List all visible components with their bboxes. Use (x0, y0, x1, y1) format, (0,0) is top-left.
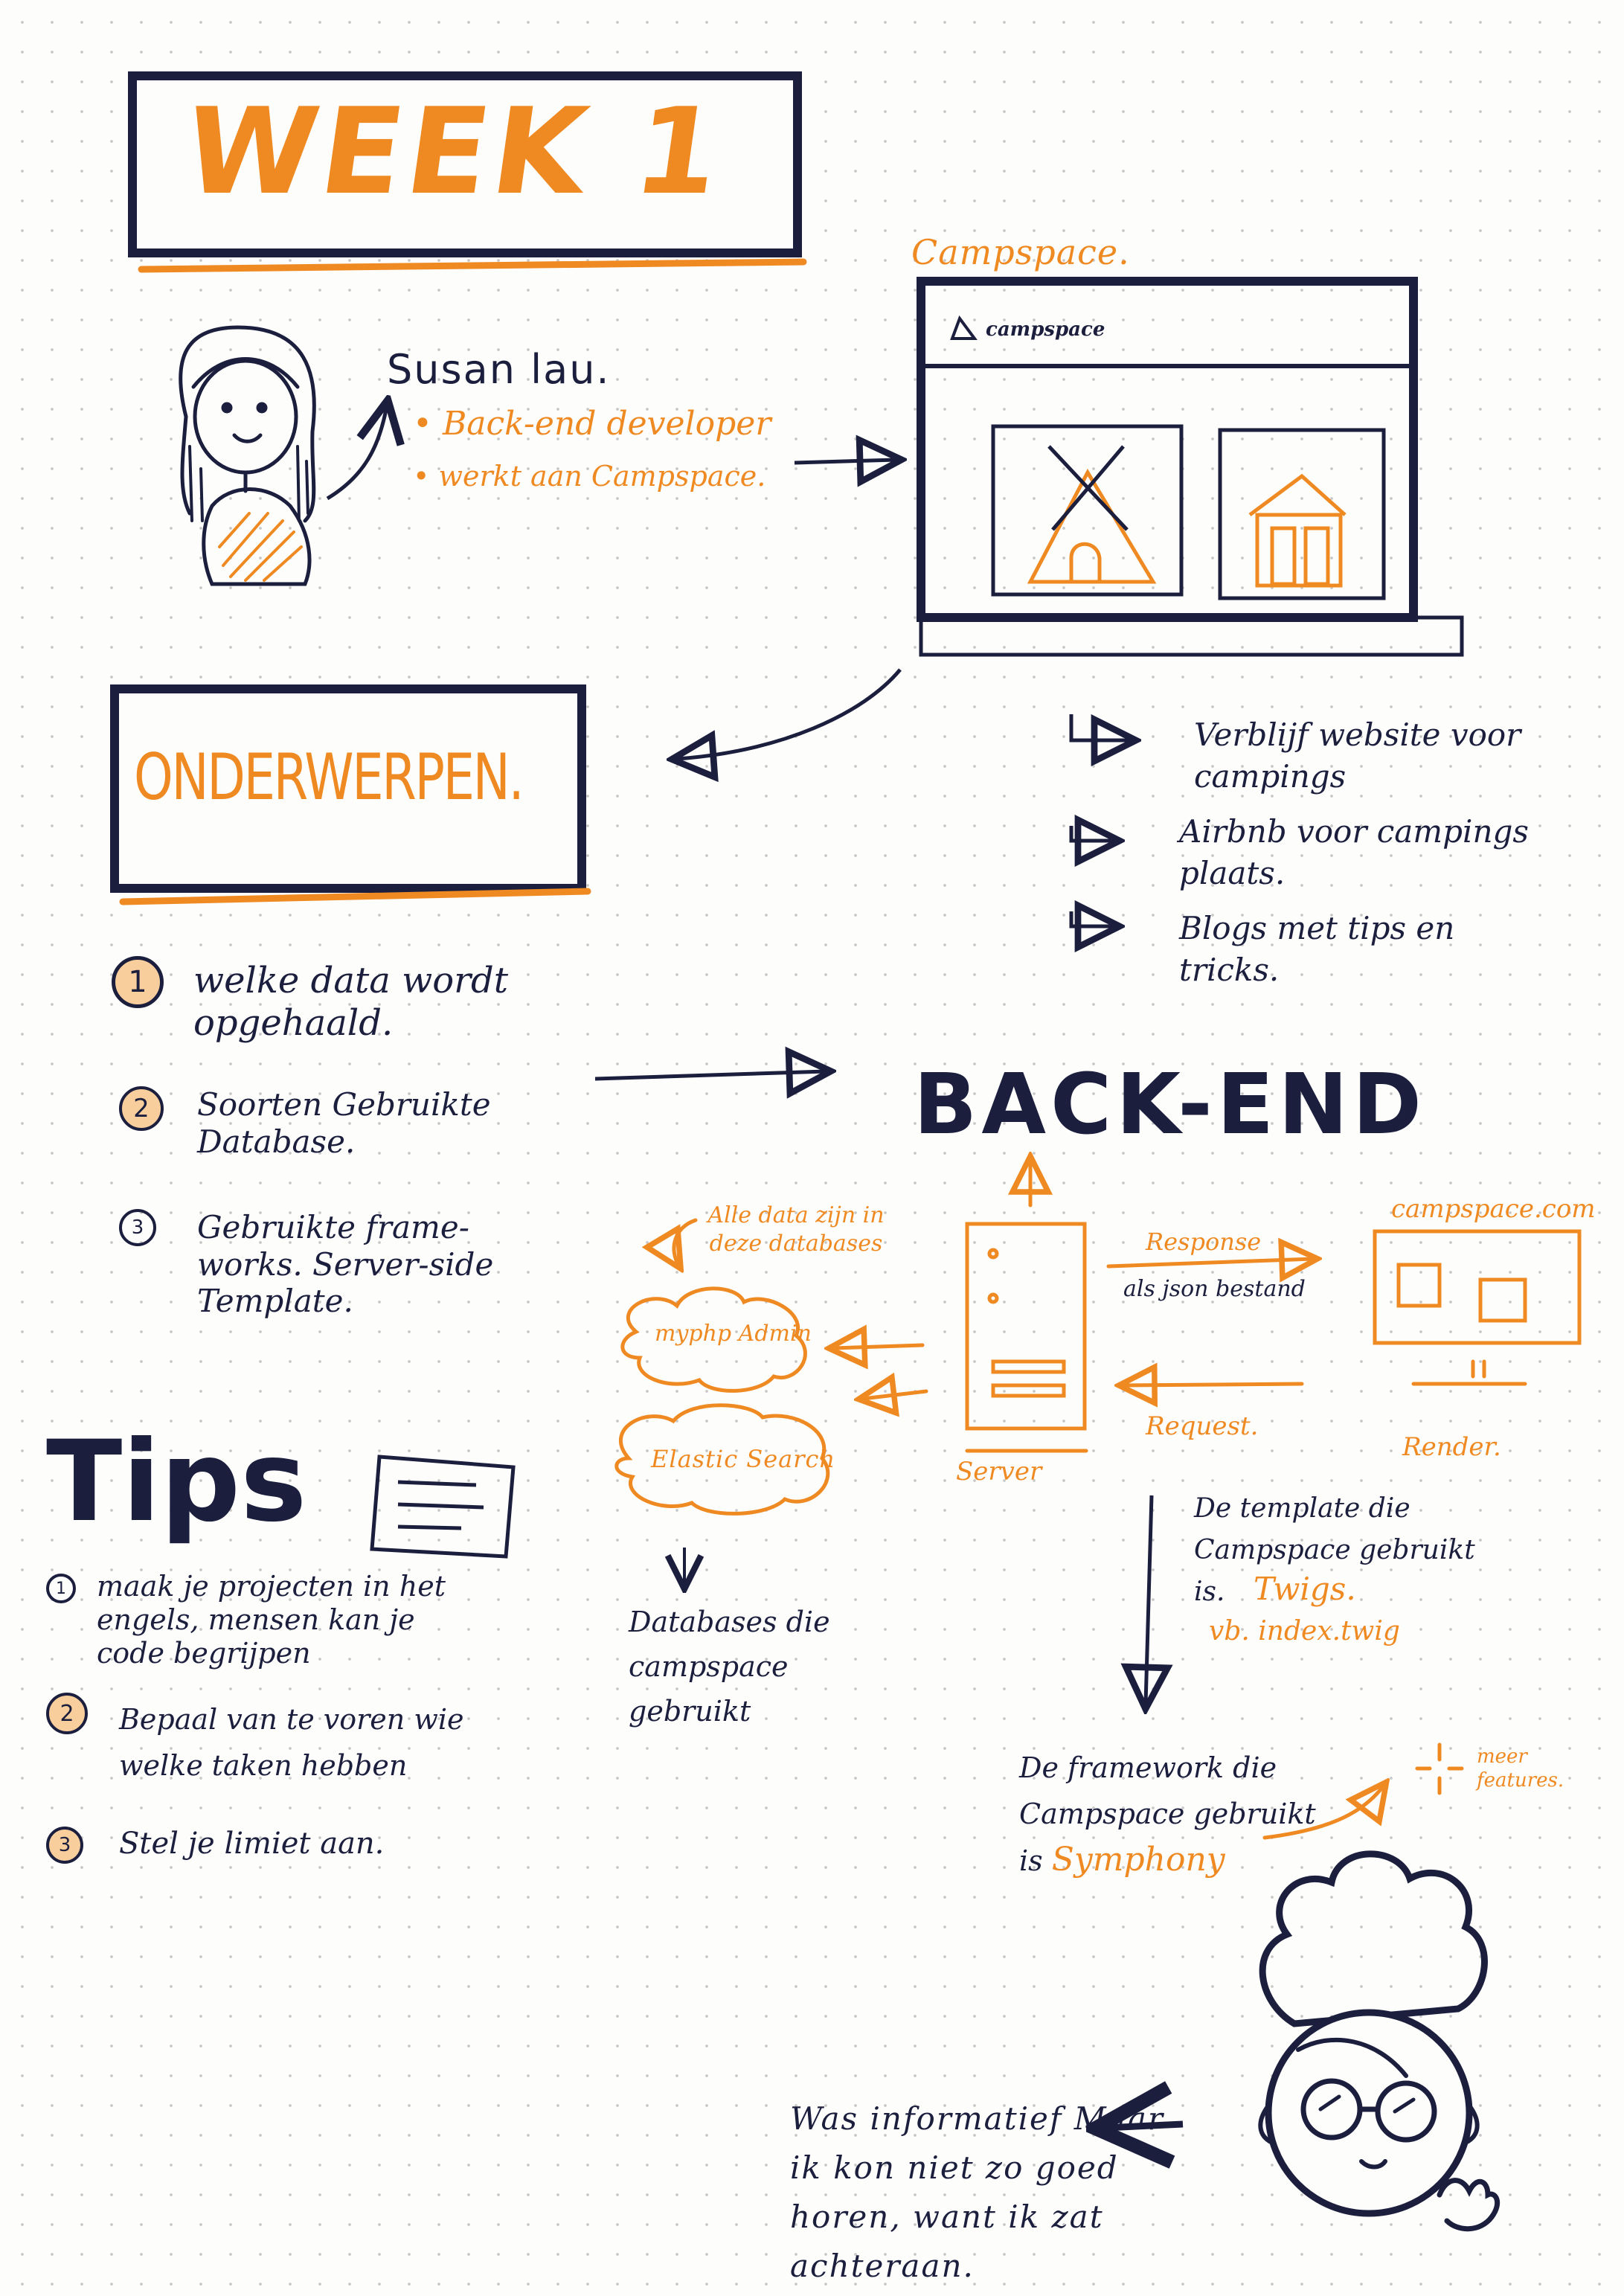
note-hook-2 (1069, 826, 1114, 841)
databases-note: Databases die campspace gebruikt (629, 1606, 830, 1728)
campspace-note-3: Blogs met tips en tricks. (1179, 910, 1455, 988)
campspace-com-label: campspace.com (1391, 1194, 1596, 1224)
response-label: Response (1146, 1228, 1262, 1256)
topic-text-3: Gebruikte frame-works. Server-side Templ… (197, 1209, 494, 1320)
house-drawing (1248, 473, 1347, 588)
server-label: Server (956, 1457, 1042, 1487)
tip-text-3: Stel je limiet aan. (119, 1827, 385, 1861)
framework-note: De framework die Campspace gebruikt is S… (1019, 1745, 1324, 1884)
chef-avatar (1258, 1850, 1501, 2232)
template-prefix: De template die Campspace gebruikt is. (1194, 1493, 1475, 1607)
tent-drawing (1027, 445, 1157, 584)
tip-text-1: maak je projecten in het engels, mensen … (97, 1570, 446, 1670)
response-sub-label: als json bestand (1123, 1276, 1306, 1302)
topic-number-3: 3 (119, 1209, 156, 1246)
meer-features: meer features. (1477, 1745, 1564, 1792)
onderwerpen-title: ONDERWERPEN. (134, 740, 524, 815)
browser-title: campspace (986, 318, 1105, 341)
speaker-name: Susan lau. (387, 346, 611, 393)
topic-number-2: 2 (119, 1086, 164, 1131)
topic-text-1: welke data wordt opgehaald. (193, 960, 509, 1044)
tips-title: Tips (46, 1417, 307, 1547)
avatar-to-name-arrow (326, 405, 387, 501)
tip-number-3: 3 (46, 1827, 83, 1864)
speaker-bullet-list: • Back-end developer • werkt aan Campspa… (413, 398, 771, 502)
onderwerpen-underline (119, 888, 591, 905)
note-hook-1 (1069, 714, 1131, 740)
speaker-avatar (179, 325, 316, 586)
template-example: vb. index.twig (1209, 1616, 1400, 1646)
campspace-label: Campspace. (911, 232, 1130, 272)
template-name: Twigs. (1254, 1571, 1356, 1607)
campspace-note-2: Airbnb voor campings plaats. (1179, 813, 1529, 891)
render-label: Render. (1402, 1432, 1501, 1462)
topic-number-1: 1 (112, 956, 164, 1008)
request-label: Request. (1146, 1411, 1259, 1441)
tip-number-2: 2 (46, 1693, 88, 1734)
to-window-arrow (794, 460, 896, 463)
elastic-search-label: Elastic Search (651, 1445, 836, 1473)
tip-text-2: Bepaal van te voren wie welke taken hebb… (119, 1703, 464, 1782)
phpmyadmin-label: myphp Admin (655, 1321, 812, 1347)
week-title-box (128, 71, 802, 257)
campspace-note-1: Verblijf website voor campings (1194, 716, 1521, 795)
template-note: De template die Campspace gebruikt is. T… (1194, 1488, 1477, 1646)
speaker-bullet-1: • Back-end developer (413, 405, 771, 443)
topics-to-backend-arrow (594, 1071, 826, 1079)
speaker-bullet-2: • werkt aan Campspace. (413, 460, 766, 493)
week-title: WEEK 1 (176, 82, 734, 221)
topic-text-2: Soorten Gebruikte Database. (197, 1086, 491, 1160)
backend-down-arrow (1146, 1495, 1152, 1704)
framework-name: Symphony (1051, 1841, 1225, 1879)
alle-data-label: Alle data zijn in deze databases (707, 1202, 885, 1257)
week-underline (138, 258, 807, 273)
framework-prefix: De framework die Campspace gebruikt is (1019, 1751, 1316, 1877)
reflection-note: Was informatief Maar ik kon niet zo goed… (790, 2100, 1164, 2284)
note-hook-3 (1069, 911, 1114, 926)
window-to-topics-arrow (677, 668, 902, 759)
tip-number-1: 1 (46, 1574, 76, 1603)
document-icon-drawing (370, 1455, 516, 1559)
backend-title: BACK-END (914, 1056, 1426, 1153)
